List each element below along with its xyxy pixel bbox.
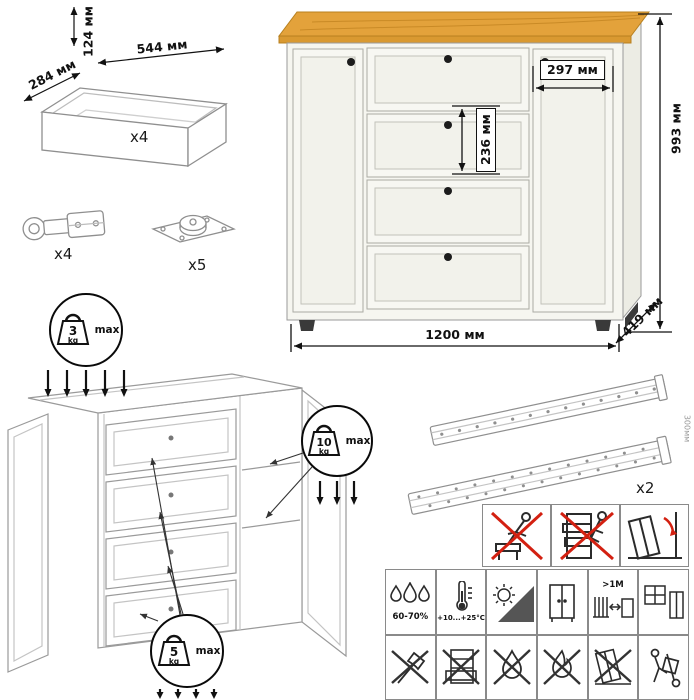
svg-text:kg: kg [318,447,328,456]
sun-shade-icon [492,583,534,622]
foot-count: x5 [188,256,207,274]
hinge-drawing [22,210,106,241]
commode-height-label: 993 мм [668,103,684,154]
humidity-cell: 60-70% [385,569,436,635]
max-label: max [195,645,221,657]
svg-text:10: 10 [316,436,332,449]
drawer-box-height-label: 124 мм [80,6,96,57]
drawer-box-count: x4 [130,128,149,146]
kettlebell-weight-icon: 10 kg [307,424,340,456]
svg-text:5: 5 [169,645,177,659]
no-flame-cell [537,634,588,700]
heater-distance-cell: >1M [587,569,639,635]
care-icons-grid: 60-70% +10...+25°С [385,569,689,700]
safety-icons-grid [482,504,689,567]
humidity-label: 60-70% [392,611,429,622]
no-climbing-icon [559,510,614,560]
load-leader-lines [139,452,313,622]
no-standing-icon [490,511,543,560]
weight-limit-drawer-badge: 5 kg max [150,614,224,688]
no-standing-warning [482,504,551,567]
commode-dimension-arrows [290,13,672,352]
no-drag-cell [435,634,487,700]
max-label: max [94,324,120,336]
drawer-box-drawing [40,87,228,168]
heater-distance-icon [592,596,634,618]
thermometer-icon [456,580,472,611]
foot-mount-drawing [151,214,236,243]
no-tilt-icon [594,648,632,686]
hinge-count: x4 [54,245,73,263]
window-cabinet-cell [638,569,689,635]
anti-tip-warning [620,504,689,567]
commode-drawing [278,11,650,331]
no-axe-cell [385,634,436,700]
load-arrows [44,370,358,699]
weight-limit-top-badge: 3 kg max [49,293,123,367]
svg-text:kg: kg [67,336,77,345]
no-climbing-warning [551,504,620,567]
drawer-box-dimension-arrows [23,7,225,102]
window-cabinet-icon [643,585,684,619]
cabinet-cell [537,569,588,635]
no-wet-cleaning-icon [492,649,531,686]
heater-distance-label: >1M [602,579,624,590]
drawer-slides-drawing [407,374,672,515]
transport-cell [638,634,689,700]
temperature-cell: +10...+25°С [435,569,487,635]
cabinet-icon [549,583,576,622]
kettlebell-weight-icon: 3 kg [56,313,89,345]
max-label: max [345,435,371,447]
no-drag-open-drawer-icon [442,649,480,686]
drawer-height-label: 236 мм [476,108,496,172]
no-wet-cleaning-cell [486,634,537,700]
kettlebell-weight-icon: 5 kg [157,634,190,666]
anti-tip-icon [627,511,682,560]
door-width-label: 297 мм [540,60,605,80]
svg-text:kg: kg [168,657,178,666]
slides-count: x2 [636,479,655,497]
weight-limit-shelf-badge: 10 kg max [301,405,373,477]
sun-shade-cell [486,569,537,635]
hand-truck-icon [650,648,681,688]
temperature-label: +10...+25°С [437,613,485,622]
no-axe-icon [391,650,430,685]
no-flame-icon [543,649,582,686]
humidity-drops-icon [390,581,431,603]
slides-length-label: 300мм [682,414,692,443]
svg-text:3: 3 [68,324,76,338]
no-tilt-cell [587,634,639,700]
commode-width-label: 1200 мм [425,327,485,342]
